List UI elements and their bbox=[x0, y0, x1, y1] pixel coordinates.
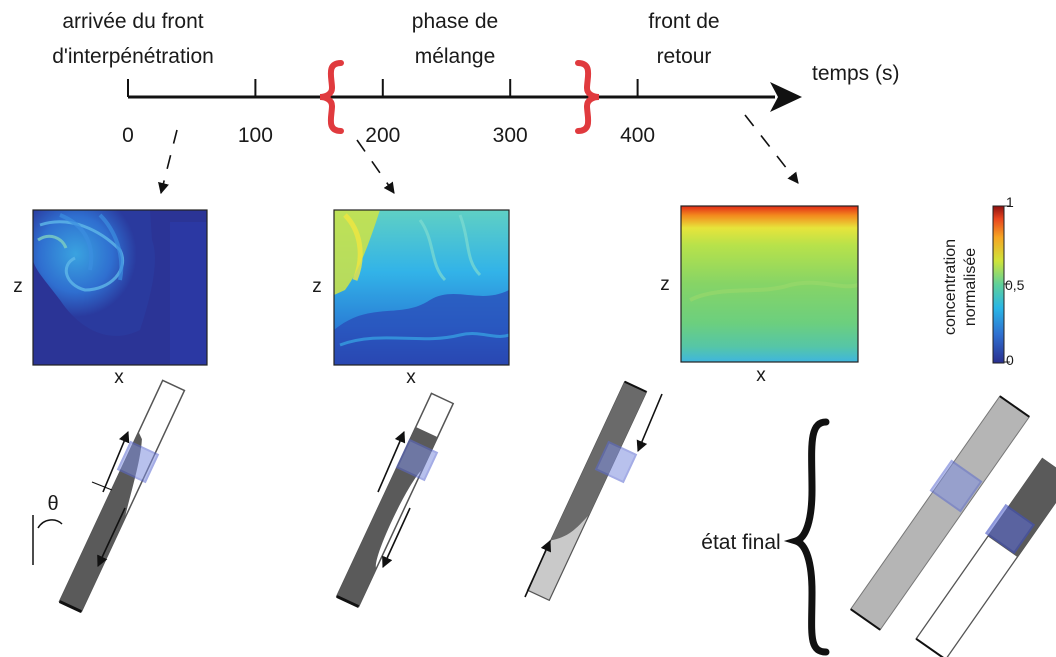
arrow-arrival-to-panel bbox=[158, 129, 178, 195]
panel-mixing-z-label: z bbox=[312, 276, 322, 297]
timeline-tick-label: 200 bbox=[365, 124, 400, 147]
colorbar-tick-half: 0,5 bbox=[1005, 277, 1025, 293]
timeline-ticks: 0 100 200 300 400 bbox=[122, 79, 655, 147]
mixing-end-bracket bbox=[575, 60, 600, 134]
phase-label-mixing-line1: phase de bbox=[412, 10, 498, 33]
final-state-brace bbox=[783, 418, 830, 656]
observation-window bbox=[116, 440, 160, 484]
phase-label-mixing: phase de mélange bbox=[412, 10, 498, 68]
tube-return bbox=[524, 380, 663, 602]
final-state: état final bbox=[701, 395, 1056, 657]
concentration-panel-arrival: z x bbox=[13, 209, 208, 388]
colorbar-scale bbox=[992, 205, 1005, 364]
flow-arrow-up bbox=[524, 539, 552, 598]
mixing-start-bracket bbox=[319, 60, 344, 134]
observation-window bbox=[594, 440, 638, 484]
observation-window bbox=[395, 438, 439, 482]
colorbar-tick-1: 1 bbox=[1006, 194, 1014, 210]
flow-arrow-down bbox=[382, 507, 411, 569]
arrow-return-to-panel bbox=[744, 114, 799, 184]
colorbar: 1 0,5 0 concentration normalisée bbox=[942, 194, 1025, 368]
timeline-arrowhead bbox=[770, 82, 802, 112]
phase-label-arrival: arrivée du front d'interpénétration bbox=[52, 10, 214, 68]
panel-arrival-x-label: x bbox=[114, 367, 124, 388]
timeline-tick-label: 300 bbox=[493, 124, 528, 147]
angle-label: θ bbox=[47, 493, 58, 515]
final-state-label: état final bbox=[701, 531, 780, 554]
observation-window bbox=[929, 459, 983, 513]
concentration-panel-mixing: z x bbox=[312, 209, 510, 388]
observation-window bbox=[984, 503, 1036, 555]
colorbar-tick-0: 0 bbox=[1006, 352, 1014, 368]
flow-arrow-up bbox=[102, 430, 130, 493]
timeline-axis-label: temps (s) bbox=[812, 62, 900, 85]
timeline-tick-label: 100 bbox=[238, 124, 273, 147]
tube-mixing bbox=[335, 392, 455, 608]
phase-label-return: front de retour bbox=[648, 10, 719, 68]
panel-return-z-label: z bbox=[660, 274, 670, 295]
angle-arc bbox=[37, 519, 63, 529]
concentration-panel-return: z x bbox=[660, 205, 859, 386]
arrow-mixing-to-panel bbox=[356, 139, 395, 194]
timeline-tick-label: 400 bbox=[620, 124, 655, 147]
flow-arrow-down bbox=[97, 507, 126, 568]
flow-arrow-down bbox=[636, 393, 663, 453]
panel-mixing-x-label: x bbox=[406, 367, 416, 388]
phase-label-return-line2: retour bbox=[657, 45, 712, 68]
tube-arrival: θ bbox=[32, 379, 186, 614]
phase-label-arrival-line2: d'interpénétration bbox=[52, 45, 214, 68]
phase-label-return-line1: front de bbox=[648, 10, 719, 33]
colorbar-title-line2: normalisée bbox=[962, 248, 979, 326]
phase-label-mixing-line2: mélange bbox=[415, 45, 496, 68]
colorbar-title-line1: concentration bbox=[942, 239, 959, 335]
timeline: 0 100 200 300 400 temps (s) bbox=[122, 62, 899, 147]
timeline-tick-label: 0 bbox=[122, 124, 134, 147]
panel-return-x-label: x bbox=[756, 365, 766, 386]
phase-label-arrival-line1: arrivée du front bbox=[62, 10, 203, 33]
flow-arrow-up bbox=[377, 430, 406, 493]
panel-arrival-z-label: z bbox=[13, 276, 23, 297]
